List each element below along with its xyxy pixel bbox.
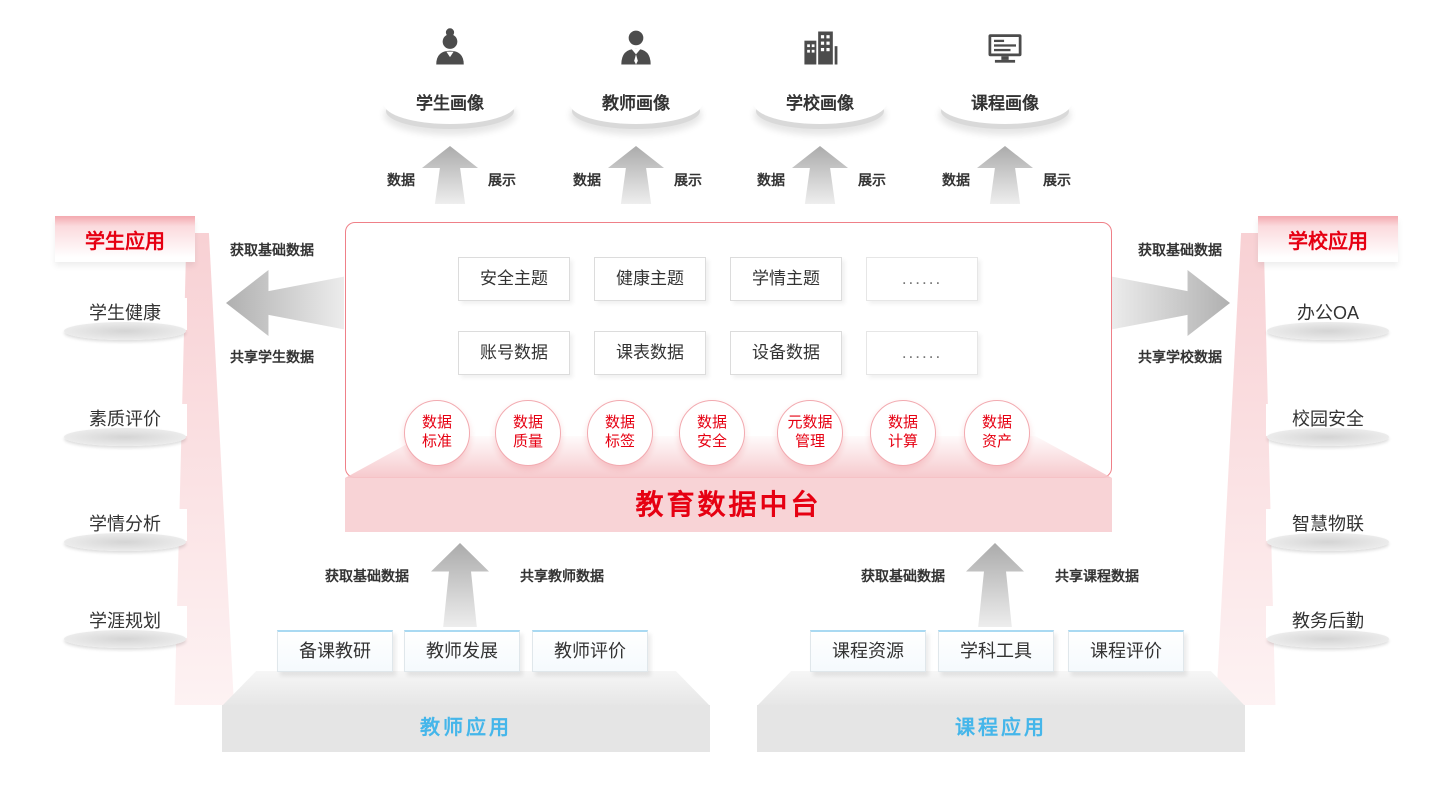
- up-arrow-student-profile: [422, 146, 478, 204]
- share-student-data-label: 共享学生数据: [230, 349, 314, 365]
- student-apps-panel-title: 学生应用: [55, 216, 195, 262]
- share-school-data-label: 共享学校数据: [1138, 349, 1222, 365]
- up-arrow-teacher-profile: [608, 146, 664, 204]
- right-arrow: [1112, 270, 1230, 336]
- profile-node-course: 课程画像: [939, 84, 1071, 124]
- course-app-box: 课程资源: [810, 630, 926, 672]
- data-box: 设备数据: [730, 331, 842, 375]
- course-platform-shape: [757, 671, 1245, 706]
- teacher-platform-shape: [222, 671, 710, 706]
- display-flow-label: 展示: [674, 172, 702, 188]
- data-flow-label: 数据: [573, 172, 601, 188]
- school-app-item: 教务后勤: [1266, 606, 1390, 648]
- theme-box: 健康主题: [594, 257, 706, 301]
- profile-node-student: 学生画像: [384, 84, 516, 124]
- theme-box-more: ......: [866, 257, 978, 301]
- theme-box: 学情主题: [730, 257, 842, 301]
- data-flow-label: 数据: [942, 172, 970, 188]
- teacher-icon: [614, 26, 658, 70]
- platform-title: 教育数据中台: [345, 478, 1112, 532]
- capability-circle: 数据质量: [495, 400, 561, 466]
- data-flow-label: 数据: [757, 172, 785, 188]
- school-icon: [798, 26, 842, 70]
- teacher-up-arrow: [431, 543, 489, 627]
- course-app-box: 课程评价: [1068, 630, 1184, 672]
- up-arrow-school-profile: [792, 146, 848, 204]
- profile-node-teacher: 教师画像: [570, 84, 702, 124]
- get-base-data-label: 获取基础数据: [230, 242, 314, 258]
- capability-circle: 元数据管理: [777, 400, 843, 466]
- capability-circle: 数据资产: [964, 400, 1030, 466]
- get-base-data-label: 获取基础数据: [861, 568, 945, 584]
- capability-circle: 数据标准: [404, 400, 470, 466]
- student-icon: [428, 26, 472, 70]
- get-base-data-label: 获取基础数据: [325, 568, 409, 584]
- capability-circle: 数据安全: [679, 400, 745, 466]
- school-app-item: 办公OA: [1266, 298, 1390, 340]
- display-flow-label: 展示: [488, 172, 516, 188]
- display-flow-label: 展示: [1043, 172, 1071, 188]
- course-up-arrow: [966, 543, 1024, 627]
- left-arrow: [226, 270, 344, 336]
- up-arrow-course-profile: [977, 146, 1033, 204]
- course-app-box: 学科工具: [938, 630, 1054, 672]
- student-app-item: 学情分析: [63, 509, 187, 551]
- theme-box: 安全主题: [458, 257, 570, 301]
- school-apps-panel-title: 学校应用: [1258, 216, 1398, 262]
- teacher-apps-title: 教师应用: [222, 705, 710, 752]
- share-teacher-data-label: 共享教师数据: [520, 568, 604, 584]
- data-box: 课表数据: [594, 331, 706, 375]
- profile-node-school: 学校画像: [754, 84, 886, 124]
- data-box: 账号数据: [458, 331, 570, 375]
- course-icon: [983, 26, 1027, 70]
- teacher-app-box: 教师发展: [404, 630, 520, 672]
- course-apps-title: 课程应用: [757, 705, 1245, 752]
- student-app-item: 学涯规划: [63, 606, 187, 648]
- data-box-more: ......: [866, 331, 978, 375]
- display-flow-label: 展示: [858, 172, 886, 188]
- teacher-app-box: 教师评价: [532, 630, 648, 672]
- share-course-data-label: 共享课程数据: [1055, 568, 1139, 584]
- get-base-data-label: 获取基础数据: [1138, 242, 1222, 258]
- data-flow-label: 数据: [387, 172, 415, 188]
- student-app-item: 素质评价: [63, 404, 187, 446]
- school-app-item: 智慧物联: [1266, 509, 1390, 551]
- school-app-item: 校园安全: [1266, 404, 1390, 446]
- capability-circle: 数据计算: [870, 400, 936, 466]
- student-app-item: 学生健康: [63, 298, 187, 340]
- teacher-app-box: 备课教研: [277, 630, 393, 672]
- capability-circle: 数据标签: [587, 400, 653, 466]
